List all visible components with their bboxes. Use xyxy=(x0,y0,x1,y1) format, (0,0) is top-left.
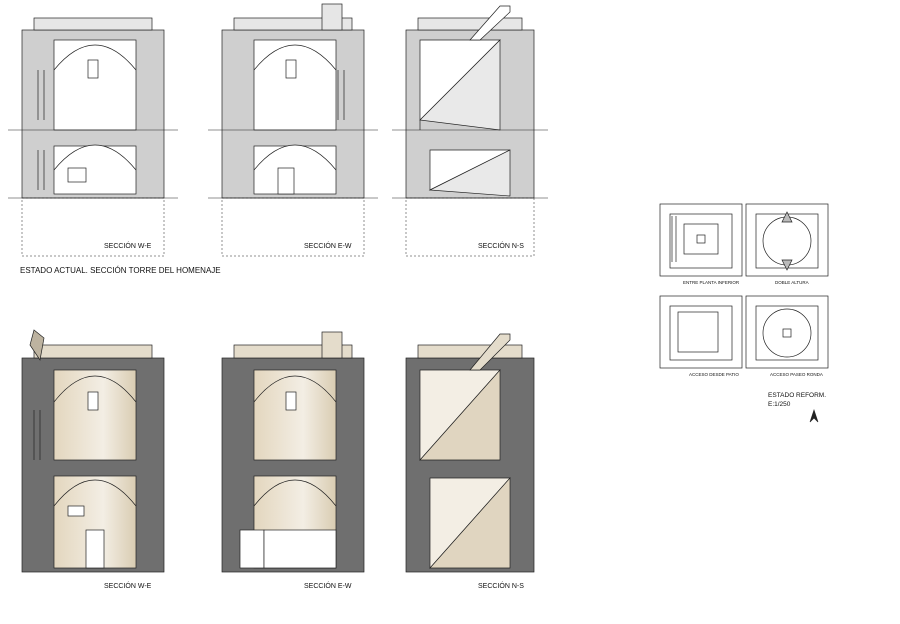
plans-title: ESTADO REFORM. xyxy=(768,392,826,399)
plan-label-1: ENTRE PLANTA INFERIOR xyxy=(683,280,740,285)
plan-label-3: ACCESO DESDE PATIO xyxy=(689,372,739,377)
north-arrow-icon xyxy=(809,409,819,423)
plan-doble-altura xyxy=(745,203,829,277)
existing-section-we xyxy=(8,17,178,257)
plan-label-4: ACCESO PASEO RONDA xyxy=(770,372,823,377)
reform-section-ew xyxy=(221,331,365,573)
reform-section-ns xyxy=(405,333,535,573)
plan-acceso-patio xyxy=(659,295,743,369)
plan-acceso-ronda xyxy=(745,295,829,369)
existing-label-we: SECCIÓN W-E xyxy=(104,241,152,250)
reform-label-ns: SECCIÓN N-S xyxy=(478,581,524,590)
existing-section-ns xyxy=(392,5,548,257)
reform-section-we xyxy=(21,329,165,573)
plans-scale: E:1/250 xyxy=(768,401,791,408)
existing-section-ew xyxy=(208,3,378,257)
plan-entre-planta xyxy=(659,203,743,277)
existing-title: ESTADO ACTUAL. SECCIÓN TORRE DEL HOMENAJ… xyxy=(20,266,221,275)
existing-label-ns: SECCIÓN N-S xyxy=(478,241,524,250)
reform-label-ew: SECCIÓN E-W xyxy=(304,581,352,590)
reform-label-we: SECCIÓN W-E xyxy=(104,581,152,590)
existing-label-ew: SECCIÓN E-W xyxy=(304,241,352,250)
plan-label-2: DOBLE ALTURA xyxy=(775,280,809,285)
